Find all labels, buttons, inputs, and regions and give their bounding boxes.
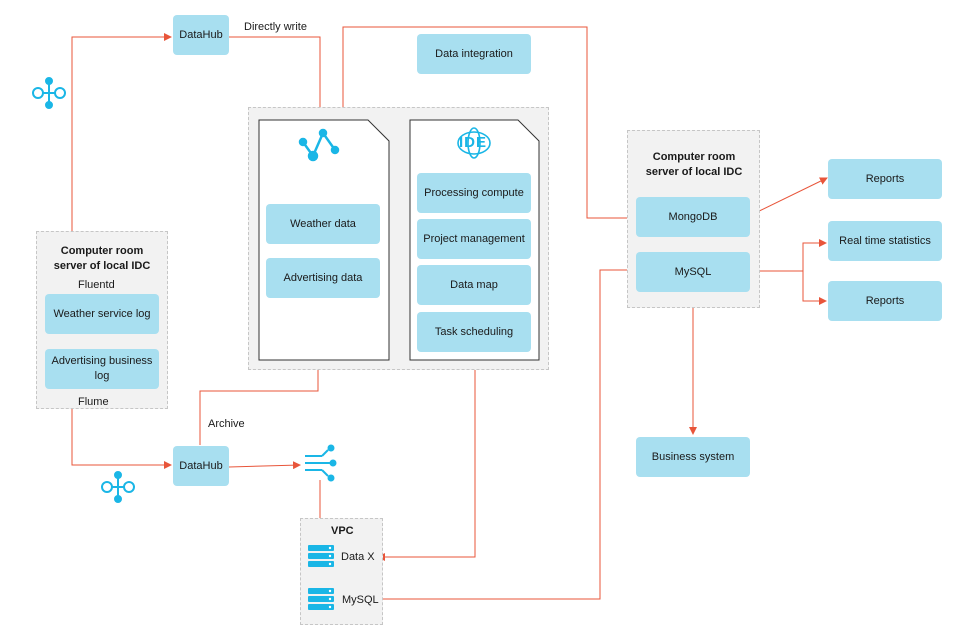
flume-label: Flume [78, 396, 109, 408]
edge-datahub-stream [228, 461, 301, 470]
edge-fluentd-datahub [71, 33, 172, 295]
project-management[interactable]: Project management [417, 219, 531, 259]
edge-datahub-direct-write [229, 36, 324, 121]
edge-mysql-realtime [802, 239, 827, 271]
business-system[interactable]: Business system [636, 437, 750, 477]
edge-mysql-reports2 [802, 271, 827, 305]
local-idc-left-title: Computer room server of local IDC [53, 245, 151, 272]
vpc-datax[interactable]: Data X [341, 551, 375, 563]
mongodb[interactable]: MongoDB [636, 197, 750, 237]
reports-top[interactable]: Reports [828, 159, 942, 199]
data-integration[interactable]: Data integration [417, 34, 531, 74]
ide-logo-text: IDE [459, 134, 488, 151]
mysql-server-icon [308, 588, 334, 610]
fluentd-label: Fluentd [78, 279, 115, 291]
archive-label: Archive [208, 418, 245, 430]
edge-ide-datax [377, 370, 476, 561]
ide-logo-icon [457, 127, 491, 159]
weather-service-log[interactable]: Weather service log [45, 294, 159, 334]
datahub-bottom[interactable]: DataHub [173, 446, 229, 486]
datahub-icon-top [32, 77, 66, 109]
vpc-mysql[interactable]: MySQL [342, 594, 379, 606]
data-map[interactable]: Data map [417, 265, 531, 305]
datahub-icon-bottom [101, 471, 135, 503]
advertising-business-log[interactable]: Advertising business log [45, 349, 159, 389]
datax-server-icon [308, 545, 334, 567]
real-time-statistics[interactable]: Real time statistics [828, 221, 942, 261]
reports-bottom[interactable]: Reports [828, 281, 942, 321]
edge-mongodb-reports [750, 177, 828, 216]
processing-compute[interactable]: Processing compute [417, 173, 531, 213]
edge-datahub-archive [199, 361, 322, 445]
local-idc-right-title: Computer room server of local IDC [645, 151, 743, 178]
vpc-title: VPC [331, 525, 354, 537]
edge-flume-datahub [71, 408, 172, 469]
edge-maxcompute-mongodb [342, 26, 635, 222]
mysql-right[interactable]: MySQL [636, 252, 750, 292]
stream-compute-icon [305, 444, 337, 482]
maxcompute-icon [298, 128, 340, 162]
advertising-data[interactable]: Advertising data [266, 258, 380, 298]
directly-write-label: Directly write [244, 21, 307, 33]
weather-data[interactable]: Weather data [266, 204, 380, 244]
datahub-top[interactable]: DataHub [173, 15, 229, 55]
task-scheduling[interactable]: Task scheduling [417, 312, 531, 352]
edge-vpc-mysql-right [382, 266, 635, 600]
